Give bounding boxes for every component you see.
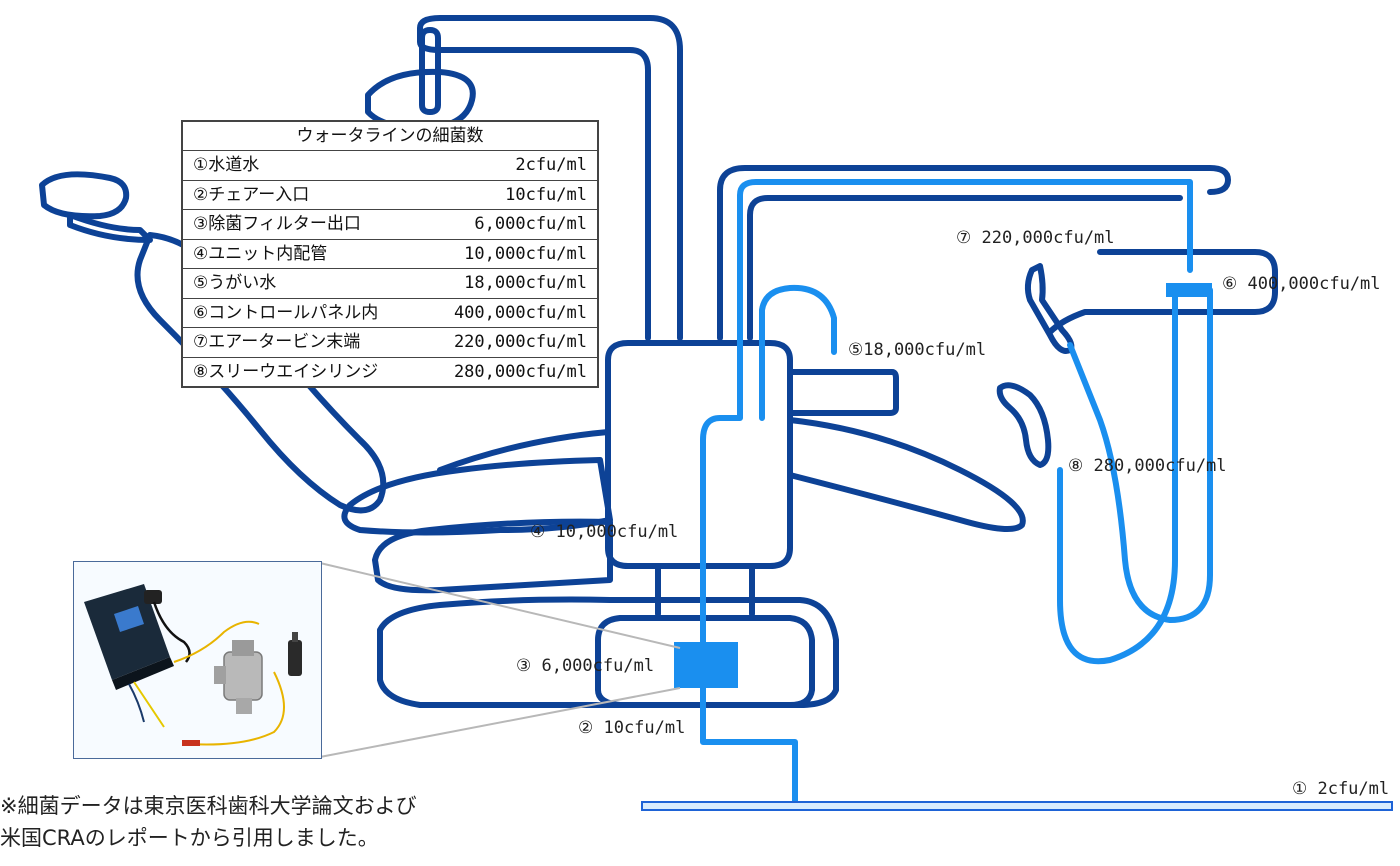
control-to-syringe	[1057, 287, 1178, 665]
control-to-turbine	[1067, 287, 1213, 623]
filter-device-photo	[73, 561, 322, 759]
label-point-8: ⑧ 280,000cfu/ml	[1068, 456, 1227, 476]
row-value: 2cfu/ml	[515, 155, 587, 175]
unit-body	[605, 340, 793, 569]
table-row: ⑤うがい水 18,000cfu/ml	[183, 269, 597, 299]
unit-tray	[787, 369, 899, 416]
label-point-3: ③ 6,000cfu/ml	[516, 656, 655, 676]
table-row: ⑧スリーウエイシリンジ 280,000cfu/ml	[183, 358, 597, 387]
table-row: ③除菌フィルター出口 6,000cfu/ml	[183, 210, 597, 240]
row-value: 6,000cfu/ml	[474, 214, 587, 234]
base-top	[377, 596, 839, 708]
column	[655, 563, 755, 617]
seat-lower	[372, 518, 613, 594]
row-label: ④ユニット内配管	[193, 243, 328, 264]
row-label: ⑦エアータービン末端	[193, 332, 361, 352]
control-arm-inner	[747, 195, 1183, 341]
syringe-handpiece	[996, 382, 1052, 468]
table-row: ④ユニット内配管 10,000cfu/ml	[183, 240, 597, 269]
row-label: ⑧スリーウエイシリンジ	[193, 361, 379, 382]
row-value: 10cfu/ml	[505, 184, 587, 205]
label-point-6: ⑥ 400,000cfu/ml	[1222, 274, 1381, 294]
row-label: ①水道水	[193, 155, 260, 175]
row-value: 10,000cfu/ml	[464, 243, 587, 264]
light-stem	[419, 27, 441, 115]
label-point-7: ⑦ 220,000cfu/ml	[956, 228, 1115, 248]
control-arm-outer	[717, 165, 1231, 341]
label-point-1: ① 2cfu/ml	[1292, 779, 1390, 799]
supply-pipe	[700, 179, 1193, 809]
row-value: 18,000cfu/ml	[464, 273, 587, 293]
row-label: ⑤うがい水	[193, 273, 277, 293]
table-row: ⑥コントロールパネル内 400,000cfu/ml	[183, 299, 597, 328]
table-title: ウォータラインの細菌数	[183, 122, 597, 151]
headrest	[39, 171, 130, 220]
row-label: ③除菌フィルター出口	[193, 214, 361, 234]
row-value: 400,000cfu/ml	[453, 302, 587, 323]
control-panel	[1047, 249, 1278, 335]
unit-arm-left	[437, 429, 611, 473]
headrest-neck	[67, 212, 153, 243]
filter-device-image	[74, 562, 321, 758]
row-label: ⑥コントロールパネル内	[193, 302, 379, 323]
table-row: ②チェアー入口 10cfu/ml	[183, 181, 597, 210]
note-line-2: 米国CRAのレポートから引用しました。	[0, 826, 379, 850]
control-panel-valve	[1166, 283, 1212, 297]
filter-block	[674, 642, 738, 688]
water-lines	[700, 179, 1213, 809]
source-note: ※細菌データは東京医科歯科大学論文および 米国CRAのレポートから引用しました。	[0, 790, 417, 854]
cup-filler-pipe	[759, 284, 837, 421]
turbine-handpiece	[1024, 263, 1075, 354]
label-point-5: ⑤18,000cfu/ml	[848, 340, 987, 360]
table-row: ①水道水 2cfu/ml	[183, 151, 597, 181]
row-label: ②チェアー入口	[193, 184, 310, 205]
tap-water-pipe	[641, 801, 1393, 811]
label-point-4: ④ 10,000cfu/ml	[530, 522, 679, 542]
note-line-1: ※細菌データは東京医科歯科大学論文および	[0, 794, 417, 818]
row-value: 280,000cfu/ml	[453, 361, 587, 382]
label-point-2: ② 10cfu/ml	[578, 718, 686, 738]
leg-rest	[787, 417, 1026, 532]
table-row: ⑦エアータービン末端 220,000cfu/ml	[183, 328, 597, 358]
row-value: 220,000cfu/ml	[453, 332, 587, 352]
callout-lines	[319, 562, 681, 758]
seat	[341, 457, 613, 536]
